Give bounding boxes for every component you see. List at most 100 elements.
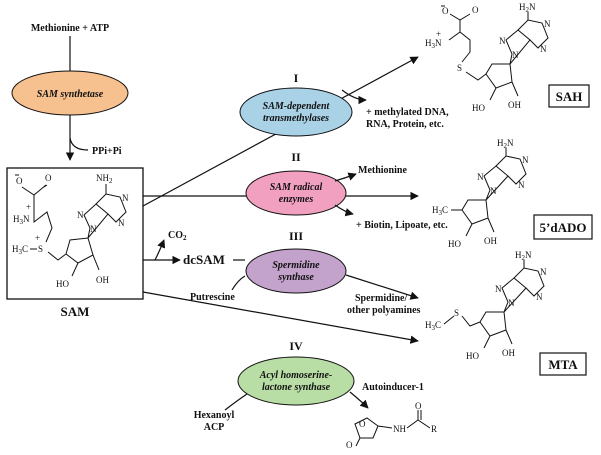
- sah-n9: N: [512, 50, 519, 60]
- methylated-label-1: + methylated DNA,: [366, 107, 449, 118]
- sah-ribose-ring: [485, 63, 513, 89]
- sah-h3n-n: N: [435, 38, 442, 48]
- sam-ribose-ring: [65, 237, 94, 264]
- sah-n7: N: [499, 36, 506, 46]
- sam-imidazole: [83, 203, 109, 239]
- svg-text:H2N: H2N: [497, 138, 514, 150]
- sah-nh2-n: N: [529, 2, 536, 12]
- acyl-r-label: R: [431, 424, 437, 434]
- dado-oh-label: OH: [484, 236, 497, 246]
- sah-label: SAH: [556, 89, 583, 104]
- sah-carbonyl-o: O: [472, 5, 479, 15]
- radical-enzymes-node: SAM radical enzymes: [245, 170, 347, 216]
- sam-h3n-h: H: [13, 214, 20, 224]
- methylated-label-2: RNA, Protein, etc.: [366, 119, 444, 130]
- sam-synthetase-node: SAM synthetase: [11, 70, 129, 116]
- amide-nh-label: NH: [393, 424, 406, 434]
- sah-o-minus: O: [442, 6, 449, 16]
- sam-label: SAM: [61, 304, 90, 319]
- sah-nh2-sub: 2: [526, 6, 530, 14]
- svg-text:H3C: H3C: [432, 205, 448, 217]
- mta-label: MTA: [548, 357, 578, 372]
- mta-s-label: S: [454, 308, 459, 318]
- sah-ho-label: HO: [472, 103, 485, 113]
- sam-h3n-n: N: [23, 214, 30, 224]
- methionine-byproduct-arrow: [334, 172, 357, 182]
- hexanoyl-curve: [224, 393, 248, 411]
- sah-n1: N: [544, 19, 551, 29]
- co2-label: CO: [168, 230, 183, 241]
- putrescine-curve: [231, 275, 246, 291]
- svg-text:H2N: H2N: [515, 250, 532, 262]
- sam-structure-box: O O H3N + S + H3C HO OH NH2 N N N N: [6, 167, 144, 300]
- mta-h3c-sub: 3: [432, 324, 436, 332]
- dado-ribose-ring: [461, 199, 489, 225]
- sam-nh2-label: NH: [96, 173, 109, 183]
- dado-box: [533, 214, 593, 240]
- transmethylases-label-2: transmethylases: [263, 113, 329, 124]
- spermidine-label-1: Spermidine: [272, 260, 320, 271]
- svg-text:H3N: H3N: [13, 214, 30, 226]
- svg-text:O: O: [442, 6, 449, 16]
- radical-label-2: enzymes: [279, 194, 314, 205]
- methionine-atp-label: Methionine + ATP: [31, 23, 109, 34]
- autoinducer-structure: O O NH O R: [346, 401, 437, 450]
- lactone-carbonyl-o: O: [346, 440, 353, 450]
- pathway-iii-numeral: III: [289, 229, 303, 243]
- amide-carbonyl-o: O: [415, 401, 422, 411]
- ppi-curve: [69, 115, 89, 151]
- sah-h3n-h: H: [425, 38, 432, 48]
- svg-text:H2N: H2N: [519, 2, 536, 14]
- autoinducer-label: Autoinducer-1: [362, 382, 424, 393]
- svg-text:CO2: CO2: [168, 230, 187, 242]
- radical-enzymes-ellipse: [245, 170, 347, 216]
- sam-n7: N: [77, 210, 84, 220]
- spermidine-product-label-1: Spermidine/: [355, 293, 407, 304]
- sam-n-plus: +: [26, 202, 31, 212]
- sam-s-plus: +: [35, 233, 40, 243]
- transmethylases-label-1: SAM-dependent: [263, 101, 331, 112]
- sam-o-minus: O: [16, 176, 23, 186]
- spermidine-label-2: synthase: [277, 272, 314, 283]
- svg-text:H3C: H3C: [425, 320, 441, 332]
- sah-structure: O O H3N + S HO OH H2N N N N N: [425, 2, 551, 113]
- dado-h3c-c: C: [442, 205, 448, 215]
- sam-synthetase-label: SAM synthetase: [37, 89, 104, 100]
- sah-nh2-h: H: [519, 2, 526, 12]
- mta-box: [539, 352, 587, 376]
- mta-ribose-ring: [479, 311, 507, 337]
- sam-s-label: S: [38, 244, 43, 254]
- sah-s-label: S: [457, 63, 462, 73]
- spermidine-synthase-node: Spermidine synthase: [245, 248, 347, 294]
- svg-text:H3C: H3C: [12, 244, 28, 256]
- mta-n3: N: [536, 292, 543, 302]
- methionine-byproduct-label: Methionine: [358, 165, 407, 176]
- dado-n1: N: [522, 155, 529, 165]
- mta-n9: N: [508, 298, 515, 308]
- sam-carbonyl-o: O: [45, 173, 52, 183]
- dado-structure: H3C HO OH H2N N N N N: [432, 138, 529, 249]
- sam-h3n-sub: 3: [20, 218, 24, 226]
- sam-ho-label: HO: [56, 279, 69, 289]
- co2-sub: 2: [183, 234, 187, 242]
- svg-text:O: O: [16, 176, 23, 186]
- svg-text:H3N: H3N: [425, 38, 442, 50]
- sam-oh-label: OH: [96, 275, 109, 285]
- pathway-i-numeral: I: [294, 71, 299, 85]
- pathway-iv-numeral: IV: [289, 339, 303, 353]
- mta-n1: N: [540, 267, 547, 277]
- sam-n1: N: [122, 193, 129, 203]
- spermidine-product-label-2: other polyamines: [347, 305, 421, 316]
- dado-nh2-h: H: [497, 138, 504, 148]
- hexanoyl-label-1: Hexanoyl: [194, 410, 235, 421]
- sam-box-frame: [6, 167, 144, 300]
- sam-h3c-c: C: [22, 244, 28, 254]
- sah-oh-label: OH: [508, 100, 521, 110]
- mta-n7: N: [495, 284, 502, 294]
- dado-label: 5’dADO: [540, 220, 587, 235]
- mta-nh2-sub: 2: [522, 254, 526, 262]
- sam-nh2-sub: 2: [109, 177, 113, 185]
- biotin-arrow: [334, 204, 354, 217]
